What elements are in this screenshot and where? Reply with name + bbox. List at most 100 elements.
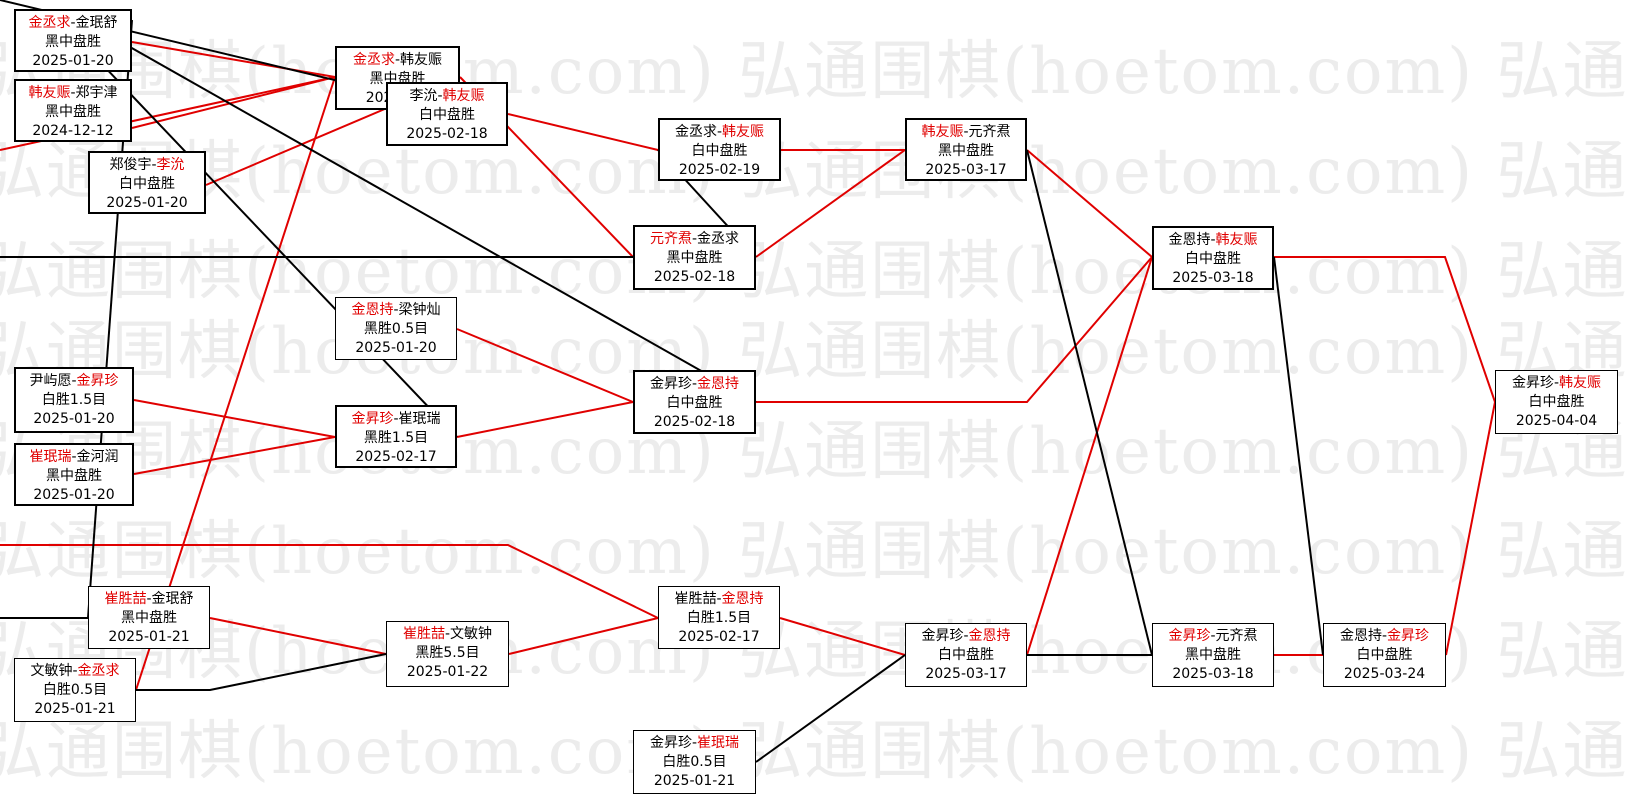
- match-date: 2025-03-18: [1172, 270, 1254, 286]
- player-b-name: 金恩持: [697, 376, 740, 392]
- match-date: 2025-03-17: [925, 162, 1007, 178]
- player-separator: -: [394, 52, 401, 68]
- player-b-name: 崔珉瑞: [697, 735, 740, 751]
- loser-connector-line: [99, 29, 757, 403]
- match-date: 2025-01-20: [106, 195, 188, 211]
- match-date: 2025-03-17: [925, 666, 1007, 682]
- player-separator: -: [437, 88, 443, 104]
- player-separator: -: [1210, 628, 1216, 644]
- match-date: 2025-01-20: [33, 487, 115, 503]
- player-separator: -: [691, 735, 698, 751]
- winner-connector-line: [133, 436, 336, 475]
- winner-connector-line: [0, 544, 659, 619]
- match-result: 黑中盘胜: [1185, 647, 1241, 663]
- player-b-name: 金昇珍: [1387, 628, 1430, 644]
- match-players: 崔珉瑞-金河润: [16, 448, 132, 467]
- winner-connector-line: [508, 617, 659, 655]
- player-b-name: 韩友赈: [1215, 232, 1258, 248]
- winner-connector-line: [209, 617, 387, 655]
- match-result: 白中盘胜: [666, 395, 723, 411]
- match-result: 白胜1.5目: [41, 392, 107, 408]
- winner-connector-line: [756, 256, 1153, 403]
- player-a-name: 尹屿愿: [29, 373, 72, 389]
- winner-connector-line: [507, 113, 659, 151]
- player-separator: -: [691, 376, 698, 392]
- match-result: 黑胜1.5目: [363, 430, 429, 446]
- player-a-name: 郑俊宇: [109, 157, 152, 173]
- player-separator: -: [70, 85, 76, 101]
- player-separator: -: [151, 157, 157, 173]
- match-players: 李沇-韩友赈: [388, 87, 506, 106]
- player-separator: -: [716, 124, 723, 140]
- match-date: 2025-01-21: [653, 773, 736, 789]
- player-b-name: 梁钟灿: [398, 302, 441, 318]
- match-date: 2025-04-04: [1515, 413, 1598, 429]
- player-b-name: 韩友赈: [1559, 375, 1602, 391]
- match-players: 文敏钟-金丞求: [15, 662, 135, 681]
- match-result: 黑中盘胜: [45, 104, 101, 120]
- winner-connector-line: [779, 617, 906, 656]
- player-a-name: 元齐焄: [649, 231, 692, 247]
- player-separator: -: [444, 626, 451, 642]
- player-b-name: 文敏钟: [450, 626, 493, 642]
- loser-connector-line: [1273, 256, 1324, 656]
- player-b-name: 金珉舒: [151, 591, 194, 607]
- player-a-name: 金昇珍: [1168, 628, 1211, 644]
- player-a-name: 金丞求: [352, 52, 395, 68]
- match-result: 白胜0.5目: [662, 754, 727, 770]
- winner-connector-line: [131, 41, 336, 78]
- match-players: 金恩持-梁钟灿: [336, 301, 456, 320]
- match-players: 金丞求-韩友赈: [337, 51, 458, 70]
- player-a-name: 韩友赈: [28, 85, 71, 101]
- winner-connector-line: [456, 401, 634, 438]
- match-result: 白中盘胜: [419, 107, 475, 123]
- match-date: 2025-02-19: [678, 162, 761, 178]
- match-players: 崔胜喆-文敏钟: [387, 625, 508, 644]
- match-date: 2025-02-18: [406, 126, 488, 142]
- player-b-name: 郑宇津: [75, 85, 118, 101]
- player-separator: -: [963, 124, 969, 140]
- match-result: 黑中盘胜: [666, 250, 723, 266]
- player-a-name: 崔胜喆: [674, 591, 717, 607]
- player-a-name: 金丞求: [674, 124, 717, 140]
- loser-connector-line: [755, 654, 906, 763]
- player-b-name: 元齐焄: [1215, 628, 1258, 644]
- match-players: 元齐焄-金丞求: [635, 230, 754, 249]
- winner-connector-line: [1026, 256, 1153, 656]
- match-players: 金昇珍-崔珉瑞: [634, 734, 755, 753]
- loser-connector-line: [1026, 149, 1153, 656]
- match-result: 白中盘胜: [1528, 394, 1585, 410]
- player-a-name: 金昇珍: [649, 735, 692, 751]
- winner-connector-line: [1274, 256, 1496, 403]
- match-date: 2025-01-20: [32, 53, 114, 69]
- player-a-name: 崔胜喆: [402, 626, 445, 642]
- match-date: 2025-01-22: [406, 664, 489, 680]
- player-a-name: 崔胜喆: [104, 591, 147, 607]
- player-b-name: 金丞求: [697, 231, 740, 247]
- player-separator: -: [70, 15, 76, 31]
- match-result: 黑胜5.5目: [415, 645, 480, 661]
- player-b-name: 金丞求: [77, 663, 120, 679]
- match-players: 金恩持-韩友赈: [1154, 231, 1272, 250]
- player-a-name: 金昇珍: [649, 376, 692, 392]
- match-result: 白中盘胜: [119, 176, 175, 192]
- player-b-name: 金河润: [76, 449, 119, 465]
- match-result: 白胜0.5目: [42, 682, 108, 698]
- player-separator: -: [1381, 628, 1388, 644]
- match-date: 2025-03-24: [1343, 666, 1426, 682]
